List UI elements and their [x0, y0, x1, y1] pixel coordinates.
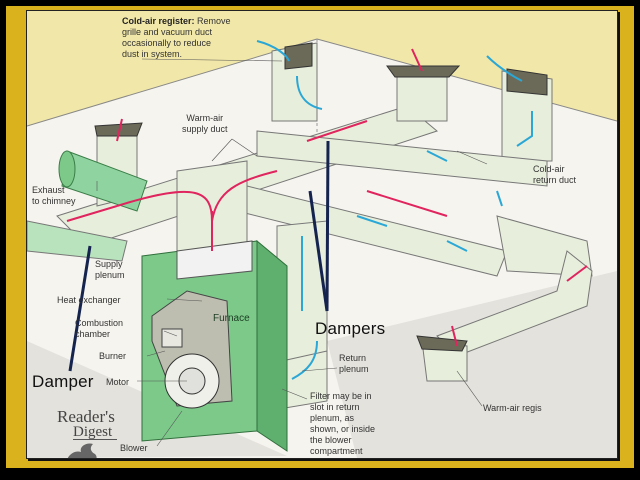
callout-return-plenum: Return plenum	[339, 353, 369, 374]
cold-air-arrows	[256, 40, 533, 380]
register-left	[94, 122, 143, 137]
callout-cold-air-register: Cold-air register: Remove grille and vac…	[122, 16, 231, 59]
callout-burner: Burner	[99, 351, 127, 361]
register-cold-1	[284, 42, 313, 70]
logo-line2: Digest	[73, 425, 117, 440]
callout-heat-exchanger: Heat exchanger	[57, 295, 121, 305]
diagram-panel: Cold-air register: Remove grille and vac…	[26, 10, 618, 459]
callout-exhaust: Exhaust to chimney	[32, 185, 76, 206]
return-trunk	[256, 130, 548, 187]
register-center	[386, 65, 461, 78]
callout-filter: Filter may be in slot in return plenum, …	[310, 391, 376, 456]
callout-warm-air-supply-duct: Warm-air supply duct	[182, 113, 228, 134]
callout-furnace: Furnace	[213, 313, 250, 324]
callout-warm-air-register: Warm-air regis	[483, 403, 542, 413]
readers-digest-logo: Reader's Digest	[57, 407, 117, 458]
callout-blower: Blower	[120, 443, 148, 453]
leader-lines	[96, 58, 488, 447]
annotation-damper: Damper	[32, 372, 94, 391]
callout-cold-air-return-duct: Cold-air return duct	[533, 164, 577, 185]
callout-supply-plenum: Supply plenum	[95, 259, 125, 280]
warm-air-arrows	[66, 48, 588, 347]
back-wall	[27, 11, 617, 126]
callout-combustion-chamber: Combustion chamber	[75, 318, 124, 339]
register-cold-2	[506, 68, 548, 96]
logo-line1: Reader's	[57, 407, 115, 426]
callout-cold-air-register-title: Cold-air register:	[122, 16, 195, 26]
annotation-dampers: Dampers	[315, 319, 386, 338]
pegasus-icon	[67, 443, 97, 458]
hvac-illustration	[27, 11, 617, 458]
damper-pointers	[68, 140, 330, 372]
callout-motor: Motor	[106, 377, 130, 387]
